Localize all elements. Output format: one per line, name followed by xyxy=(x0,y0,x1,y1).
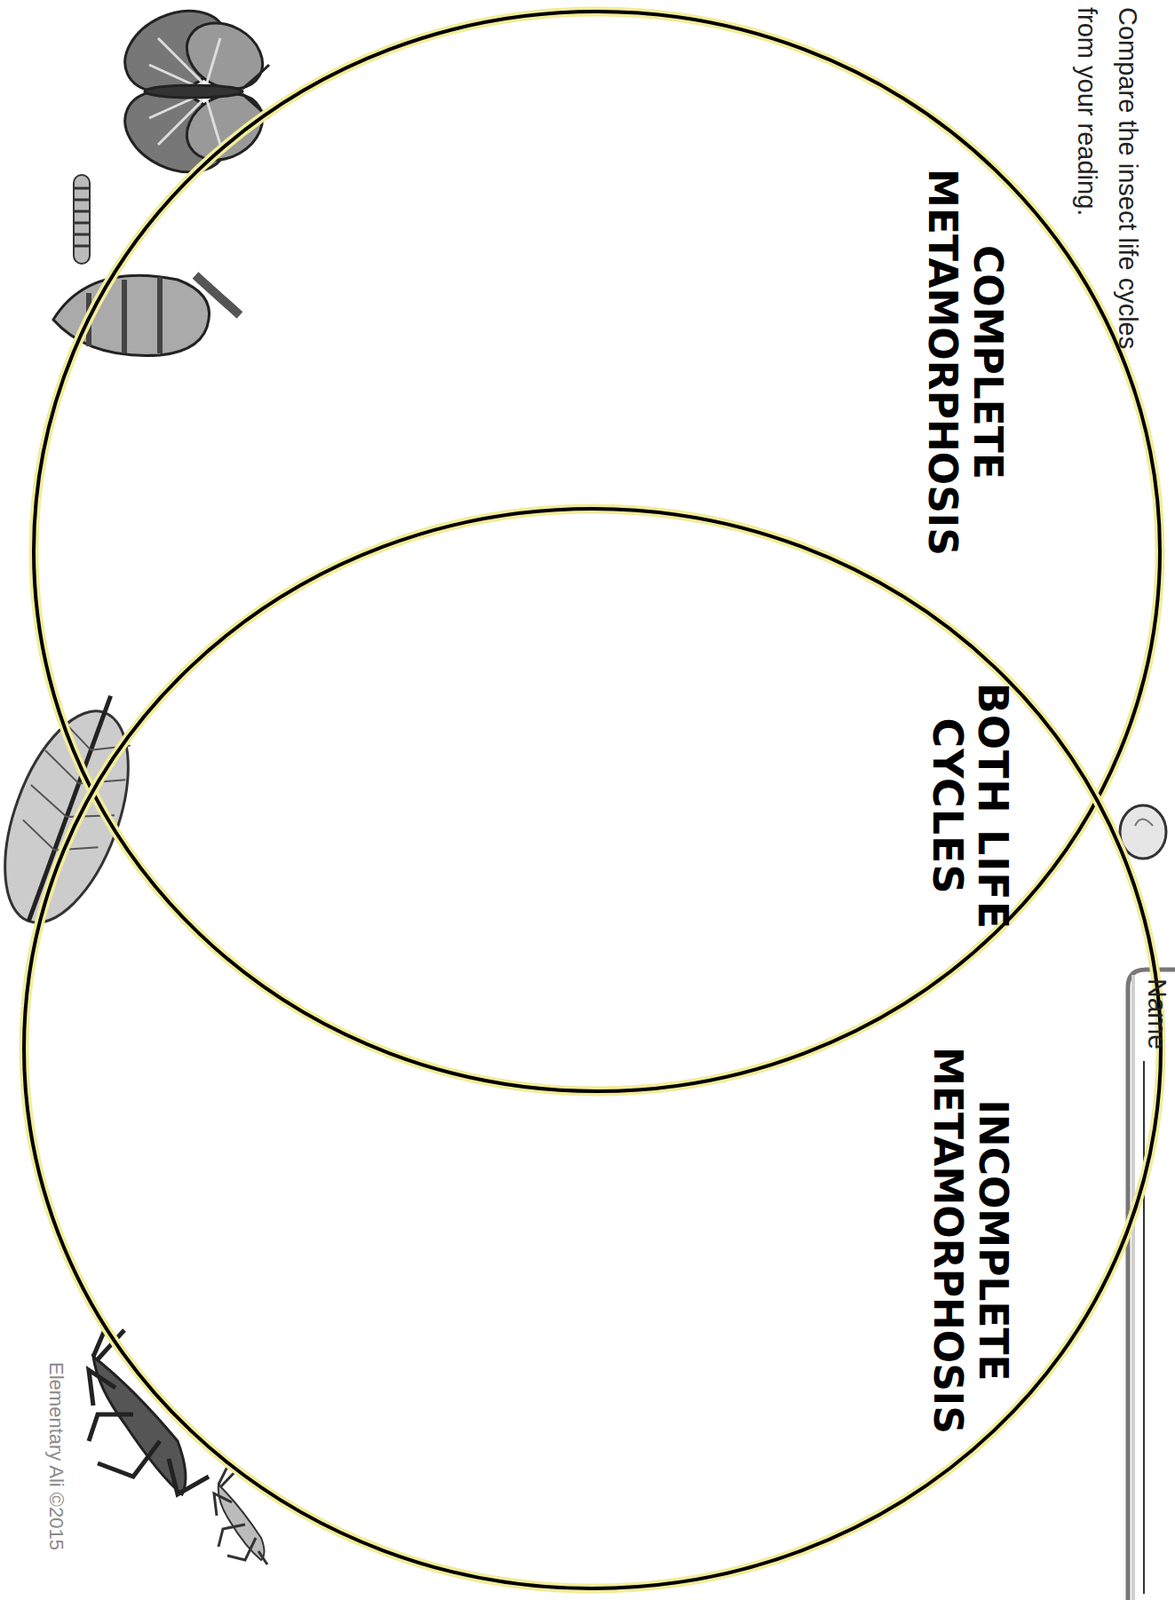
name-field-label: Name xyxy=(1142,978,1173,1050)
circle-heading: INCOMPLETE METAMORPHOSIS xyxy=(924,1027,1015,1454)
overlap-heading: BOTH LIFE CYCLES xyxy=(924,655,1015,958)
venn-circle: INCOMPLETE METAMORPHOSIS xyxy=(20,505,1165,1593)
grasshopper xyxy=(88,1325,209,1495)
venn-circle: COMPLETE METAMORPHOSIS xyxy=(30,7,1164,1096)
name-box xyxy=(1127,969,1175,1600)
caterpillar xyxy=(73,174,90,264)
copyright-note: Elementary Ali ©2015 xyxy=(44,1362,68,1551)
circle-heading: COMPLETE METAMORPHOSIS xyxy=(919,149,1009,576)
egg xyxy=(1119,805,1167,859)
butterfly xyxy=(111,0,275,188)
name-line xyxy=(1143,1061,1145,1595)
name-box-shadow xyxy=(1131,975,1136,1600)
circle-outline xyxy=(20,505,1165,1593)
instruction-text: Compare the insect life cycles from your… xyxy=(1066,7,1149,354)
circle-outline xyxy=(30,7,1164,1096)
